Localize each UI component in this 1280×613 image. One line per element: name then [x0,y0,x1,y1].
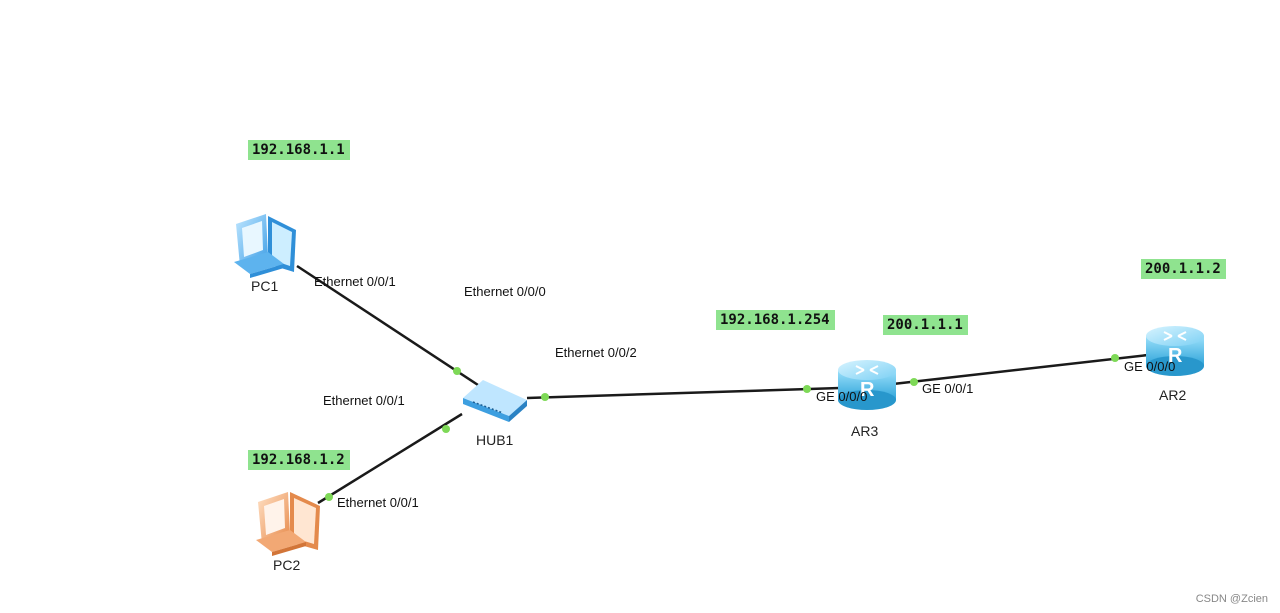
device-label-pc1: PC1 [251,278,279,294]
port-dot-pc2 [325,493,333,501]
port-label-ar2-ge0: GE 0/0/0 [1124,359,1176,374]
link-pc1-hub1[interactable] [296,264,479,387]
port-label-pc2-eth: Ethernet 0/0/1 [337,495,419,510]
port-label-ar3-ge1: GE 0/0/1 [922,381,974,396]
port-label-ar3-ge0: GE 0/0/0 [816,389,868,404]
pc2-icon[interactable] [256,492,320,556]
port-dot-hub-pc2 [442,425,450,433]
router-icon[interactable]: R [1146,326,1204,376]
ip-tag-pc1: 192.168.1.1 [248,140,350,160]
ip-tag-ar2: 200.1.1.2 [1141,259,1226,279]
ip-tag-ar3-wan: 200.1.1.1 [883,315,968,335]
port-dot-ar3-ge0 [803,385,811,393]
link-ar3-ar2[interactable] [892,353,1149,386]
ip-tag-pc2: 192.168.1.2 [248,450,350,470]
device-label-ar3: AR3 [851,423,879,439]
watermark: CSDN @Zcien [1195,593,1268,605]
pc1-icon[interactable] [234,214,296,278]
port-dot-pc1-hub [453,367,461,375]
ip-tag-ar3-lan: 192.168.1.254 [716,310,835,330]
svg-text:R: R [1168,345,1183,367]
router-icon[interactable]: R [838,360,896,410]
hub-icon[interactable] [463,380,527,422]
link-pc2-hub1[interactable] [317,412,463,505]
port-dot-ar2-ge0 [1111,354,1119,362]
device-label-hub1: HUB1 [476,432,514,448]
port-label-pc1-eth: Ethernet 0/0/1 [314,274,396,289]
port-label-hub-eth2: Ethernet 0/0/2 [555,345,637,360]
port-dot-ar3-ge1 [910,378,918,386]
port-label-hub-eth0: Ethernet 0/0/0 [464,284,546,299]
port-dot-hub-ar3 [541,393,549,401]
svg-text:R: R [860,379,875,401]
link-hub1-ar3[interactable] [526,386,841,400]
port-label-hub-eth1: Ethernet 0/0/1 [323,393,405,408]
device-label-pc2: PC2 [273,557,301,573]
device-label-ar2: AR2 [1159,387,1187,403]
